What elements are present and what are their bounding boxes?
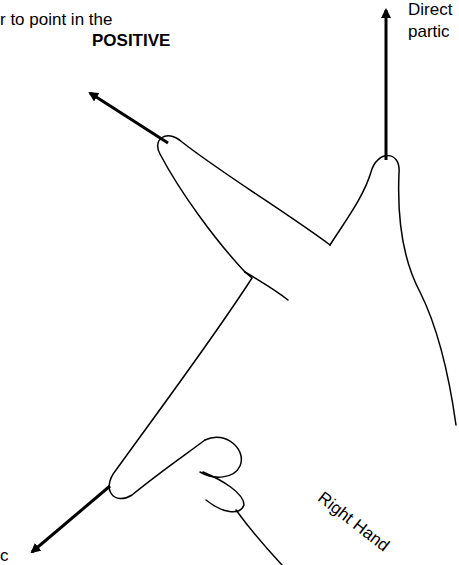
positive-direction-arrow (90, 93, 168, 143)
emphasis-text: POSITIVE (92, 31, 170, 51)
wrist-edge (236, 510, 282, 565)
field-direction-arrow (32, 486, 110, 552)
hand-label: Right Hand (314, 488, 393, 556)
thumb (330, 156, 456, 425)
direction-text: partic (408, 22, 450, 42)
particle-direction-arrow (385, 10, 388, 160)
direction-text: Direct (408, 0, 452, 20)
instruction-text: r to point in the (0, 10, 112, 30)
index-finger (158, 136, 330, 272)
ring-finger (200, 437, 241, 477)
middle-finger (109, 272, 252, 499)
palm-crease (245, 272, 288, 300)
field-text: c (0, 546, 9, 565)
little-finger (203, 472, 244, 512)
